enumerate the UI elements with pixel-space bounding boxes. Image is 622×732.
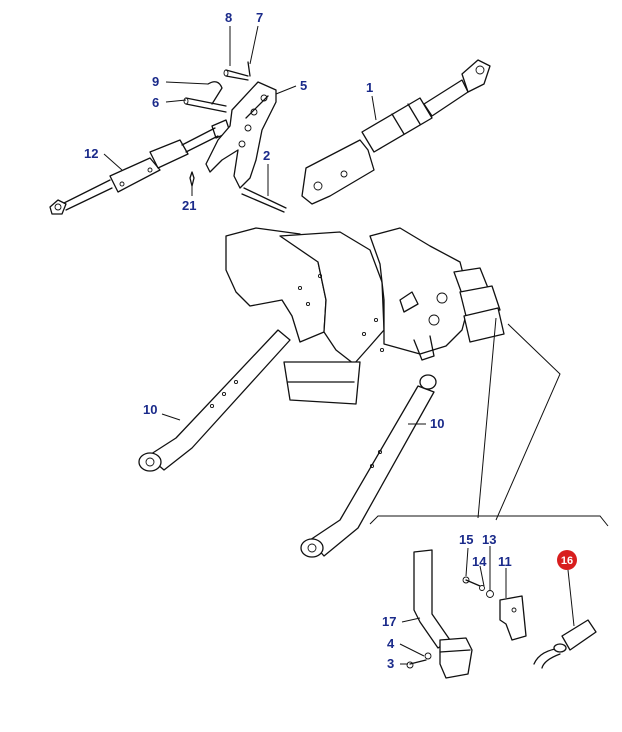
part-label-21: 21 [182,198,196,213]
part-label-13: 13 [482,532,496,547]
part-label-11: 11 [498,554,512,569]
part-label-10-left: 10 [143,402,157,417]
lower-link-left [138,329,291,472]
nut-13 [486,590,494,598]
bracket-17 [413,549,473,679]
washer-4 [424,652,432,660]
screw-15 [462,576,481,587]
lift-bracket-assembly [183,61,287,213]
part-label-10-right: 10 [430,416,444,431]
highlight-badge [557,550,577,570]
part-label-16: 16 [561,555,573,567]
part-label-8: 8 [225,10,232,25]
part-label-1: 1 [366,80,373,95]
part-label-7: 7 [256,10,263,25]
sensor-16 [533,619,597,669]
top-link-assembly [49,119,231,215]
part-label-15: 15 [459,532,473,547]
part-label-12: 12 [84,146,98,161]
part-label-5: 5 [300,78,307,93]
leader-lines [103,25,575,665]
part-label-9: 9 [152,74,159,89]
part-label-2: 2 [263,148,270,163]
plate-11 [499,595,527,641]
washer-14 [479,585,485,591]
hydraulic-top-link [301,59,491,205]
part-labels: 8 7 9 6 5 1 2 12 21 10 10 15 13 14 11 17… [84,10,577,671]
rear-axle-housing [225,227,505,405]
detail-callout [369,317,609,527]
part-label-6: 6 [152,95,159,110]
part-label-17: 17 [382,614,396,629]
screw-3 [406,659,427,669]
part-label-3: 3 [387,656,394,671]
lower-link-right [300,374,437,558]
part-label-4: 4 [387,636,395,651]
part-label-14: 14 [472,554,487,569]
